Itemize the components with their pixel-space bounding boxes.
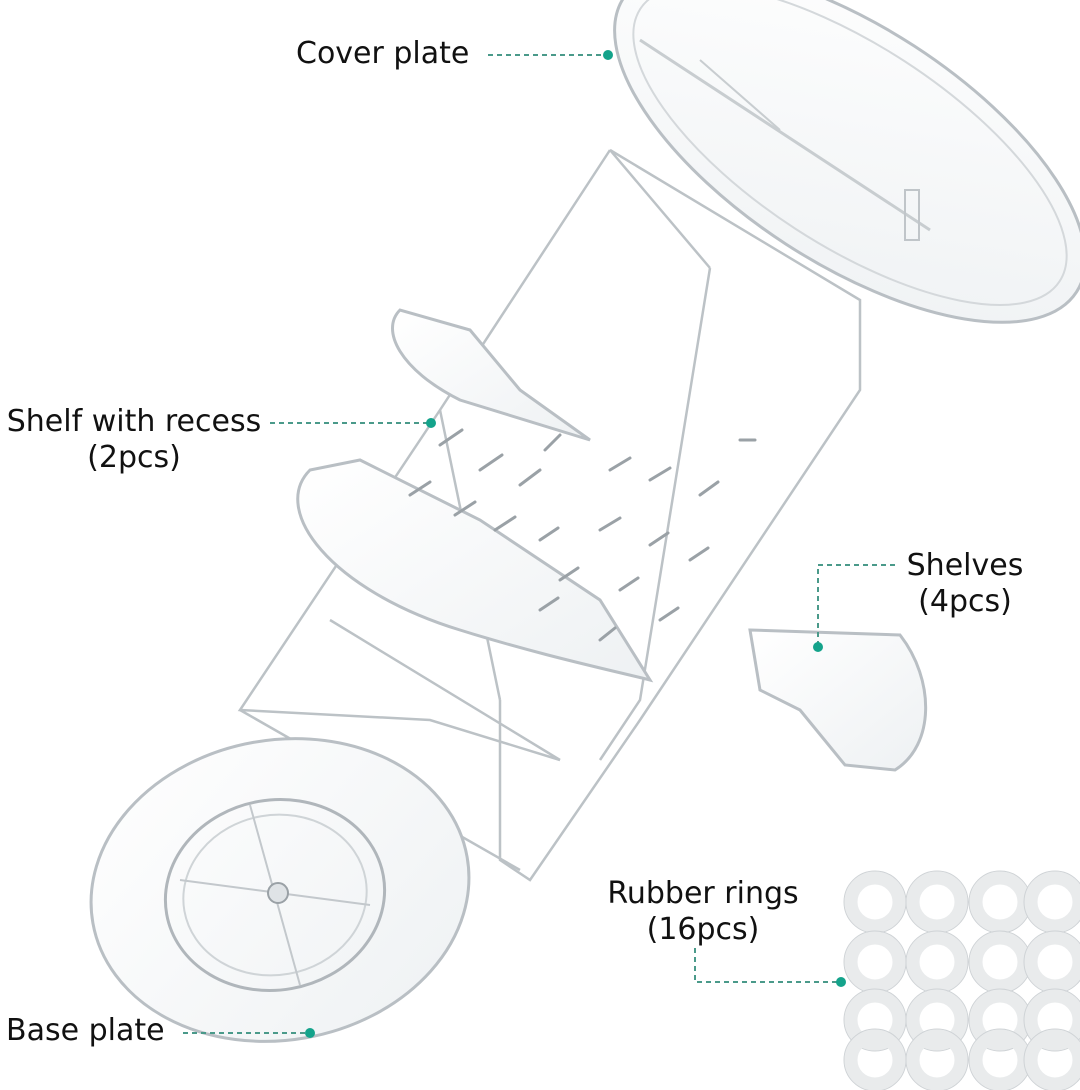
shelf-with-recess-text: Shelf with recess bbox=[6, 404, 262, 439]
shelf-with-recess-count: (2pcs) bbox=[87, 440, 181, 475]
rubber-ring bbox=[906, 871, 968, 933]
rubber-ring bbox=[969, 871, 1031, 933]
rubber-ring bbox=[906, 989, 968, 1051]
rubber-ring-edge bbox=[1023, 1028, 1080, 1090]
rubber-ring bbox=[844, 871, 906, 933]
rubber-ring bbox=[1024, 871, 1080, 933]
callout-dots bbox=[305, 50, 846, 1038]
rubber-ring-edge bbox=[1023, 988, 1080, 1052]
rubber-rings-count: (16pcs) bbox=[646, 912, 760, 947]
shelves-part bbox=[748, 628, 928, 772]
label-shelves: Shelves (4pcs) bbox=[898, 548, 1032, 620]
label-cover-plate: Cover plate bbox=[296, 36, 469, 72]
leader-lines bbox=[183, 54, 895, 1034]
leader-rubber-rings bbox=[694, 948, 840, 983]
shelves-count: (4pcs) bbox=[918, 584, 1012, 619]
leader-shelves bbox=[817, 564, 895, 647]
label-base-plate: Base plate bbox=[6, 1013, 165, 1049]
label-rubber-rings: Rubber rings (16pcs) bbox=[598, 876, 808, 948]
rubber-ring bbox=[1024, 989, 1080, 1051]
rubber-rings-part bbox=[843, 870, 1080, 1090]
shelves-text: Shelves bbox=[906, 548, 1024, 583]
rubber-rings-text: Rubber rings bbox=[607, 876, 799, 911]
shelf-with-recess-part bbox=[296, 308, 654, 683]
rubber-ring-edge bbox=[905, 1028, 969, 1090]
rubber-ring bbox=[1024, 931, 1080, 993]
rubber-ring-edge bbox=[905, 988, 969, 1052]
base-plate-part bbox=[89, 737, 471, 1043]
rubber-ring bbox=[844, 989, 906, 1051]
cover-plate-text: Cover plate bbox=[296, 36, 470, 71]
rubber-ring bbox=[1024, 1029, 1080, 1090]
base-plate-text: Base plate bbox=[6, 1013, 165, 1048]
rubber-ring bbox=[844, 931, 906, 993]
rubber-ring bbox=[906, 931, 968, 993]
rubber-ring bbox=[844, 1029, 906, 1090]
rubber-ring bbox=[969, 931, 1031, 993]
label-shelf-with-recess: Shelf with recess (2pcs) bbox=[0, 404, 268, 476]
rubber-ring bbox=[906, 1029, 968, 1090]
cover-plate-part bbox=[613, 0, 1080, 324]
hook-slots bbox=[408, 428, 757, 642]
